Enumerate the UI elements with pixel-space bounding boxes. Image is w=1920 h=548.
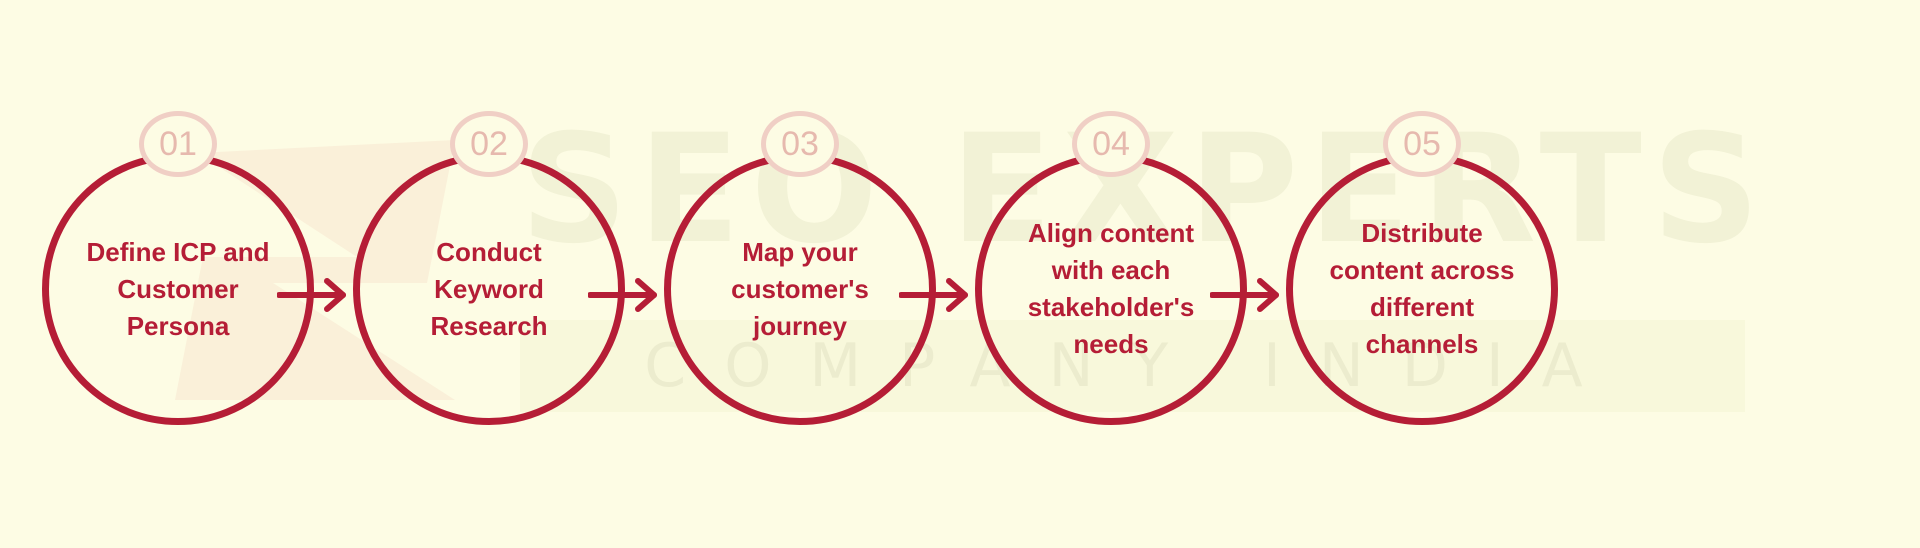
step-1-label: Define ICP and Customer Persona xyxy=(86,236,270,341)
step-4-label: Align content with each stakeholder's ne… xyxy=(1027,218,1195,359)
arrow-right-icon xyxy=(277,278,346,312)
step-5-label: Distribute content across different chan… xyxy=(1329,218,1515,359)
step-1-circle: Define ICP and Customer Persona xyxy=(42,153,314,425)
step-5-circle: Distribute content across different chan… xyxy=(1286,153,1558,425)
step-3-circle: Map your customer's journey xyxy=(664,153,936,425)
step-1-number-badge: 01 xyxy=(139,111,217,177)
step-4-circle: Align content with each stakeholder's ne… xyxy=(975,153,1247,425)
arrow-right-icon xyxy=(1210,278,1279,312)
step-2-circle: Conduct Keyword Research xyxy=(353,153,625,425)
step-5-number-badge: 05 xyxy=(1383,111,1461,177)
step-3-label: Map your customer's journey xyxy=(731,236,869,341)
arrow-right-icon xyxy=(899,278,968,312)
arrow-right-icon xyxy=(588,278,657,312)
step-2-label: Conduct Keyword Research xyxy=(430,236,548,341)
step-2-number-badge: 02 xyxy=(450,111,528,177)
step-4-number-badge: 04 xyxy=(1072,111,1150,177)
step-3-number-badge: 03 xyxy=(761,111,839,177)
